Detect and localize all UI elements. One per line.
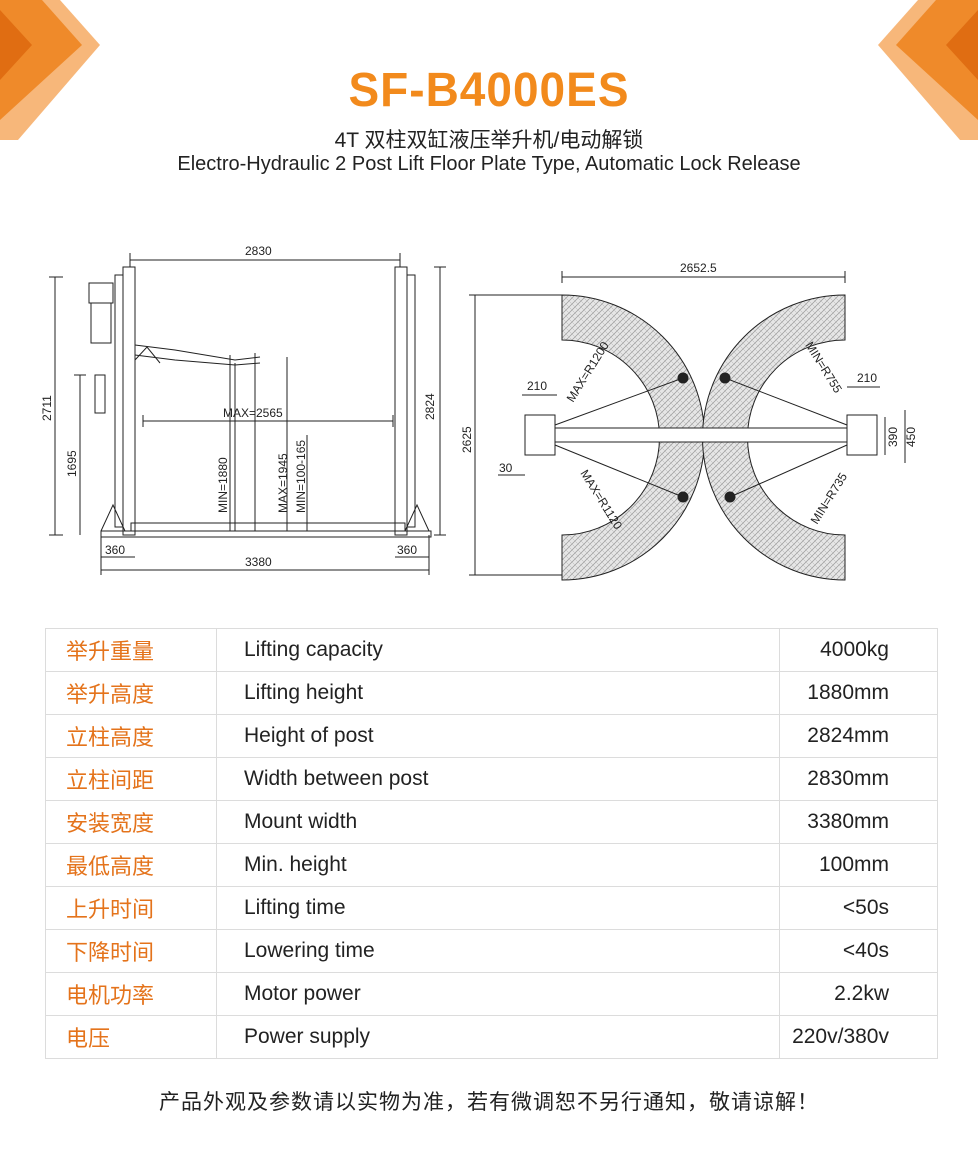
dim-mid-height: 1695	[65, 450, 79, 477]
spec-label-en: Height of post	[216, 714, 780, 758]
dim-radius-min-bottom: MIN=R735	[808, 470, 851, 527]
footer-disclaimer: 产品外观及参数请以实物为准，若有微调恕不另行通知，敬请谅解！	[159, 1091, 819, 1114]
dim-col-depth-1: 390	[886, 427, 900, 447]
spec-value: 220v/380v	[779, 1015, 938, 1059]
dim-column-offset: 30	[499, 461, 513, 475]
spec-value: 100mm	[779, 843, 938, 887]
table-row: 举升重量 Lifting capacity 4000kg	[45, 628, 938, 672]
table-row: 下降时间 Lowering time <40s	[45, 929, 938, 973]
table-row: 电机功率 Motor power 2.2kw	[45, 972, 938, 1016]
table-row: 安装宽度 Mount width 3380mm	[45, 800, 938, 844]
table-row: 最低高度 Min. height 100mm	[45, 843, 938, 887]
spec-label-cn: 安装宽度	[45, 800, 217, 844]
table-row: 上升时间 Lifting time <50s	[45, 886, 938, 930]
dim-base-right: 360	[397, 543, 417, 557]
dim-post-height-left: 2711	[40, 395, 54, 421]
spec-label-en: Width between post	[216, 757, 780, 801]
dim-radius-max-bottom: MAX=R1120	[577, 467, 625, 532]
spec-label-cn: 电机功率	[45, 972, 217, 1016]
dim-col-depth-2: 450	[904, 427, 915, 447]
spec-label-en: Lifting capacity	[216, 628, 780, 672]
dim-top-depth: 2625	[460, 426, 474, 453]
spec-label-en: Lowering time	[216, 929, 780, 973]
spec-label-cn: 举升重量	[45, 628, 217, 672]
spec-value: <40s	[779, 929, 938, 973]
table-row: 立柱高度 Height of post 2824mm	[45, 714, 938, 758]
top-view: 2652.5 MAX=R1200 MAX=R1120 MIN=R755 MIN=…	[460, 261, 915, 581]
spec-value: 2824mm	[779, 714, 938, 758]
spec-label-en: Lifting time	[216, 886, 780, 930]
spec-value: <50s	[779, 886, 938, 930]
front-view: 2830 MAX=2565 MIN=1880 MAX=1945 MIN=100-…	[40, 244, 446, 575]
dim-width-between-post: 2830	[245, 244, 272, 258]
dim-min-range: MIN=100-165	[294, 440, 308, 513]
spec-value: 2830mm	[779, 757, 938, 801]
dim-arm-right: 210	[857, 371, 877, 385]
spec-label-cn: 最低高度	[45, 843, 217, 887]
subtitle-chinese: 4T 双柱双缸液压举升机/电动解锁	[334, 129, 644, 152]
dim-base-left: 360	[105, 543, 125, 557]
spec-label-en: Mount width	[216, 800, 780, 844]
spec-label-cn: 电压	[45, 1015, 217, 1059]
table-row: 举升高度 Lifting height 1880mm	[45, 671, 938, 715]
technical-drawing: 2830 MAX=2565 MIN=1880 MAX=1945 MIN=100-…	[40, 244, 915, 581]
table-row: 电压 Power supply 220v/380v	[45, 1015, 938, 1059]
model-title: SF-B4000ES	[348, 61, 630, 117]
spec-label-cn: 上升时间	[45, 886, 217, 930]
spec-table: 举升重量 Lifting capacity 4000kg 举升高度 Liftin…	[45, 628, 938, 1059]
dim-min-lift: MIN=1880	[216, 457, 230, 513]
dim-overall-width: 3380	[245, 555, 272, 569]
corner-decoration-left	[0, 0, 100, 140]
spec-label-en: Motor power	[216, 972, 780, 1016]
spec-label-en: Power supply	[216, 1015, 780, 1059]
spec-value: 1880mm	[779, 671, 938, 715]
spec-label-en: Lifting height	[216, 671, 780, 715]
spec-value: 4000kg	[779, 628, 938, 672]
dim-post-height-right: 2824	[423, 393, 437, 420]
spec-label-cn: 立柱间距	[45, 757, 217, 801]
dim-radius-min-top: MIN=R755	[802, 339, 845, 396]
dim-max-lift: MAX=1945	[276, 453, 290, 513]
corner-decoration-right	[878, 0, 978, 140]
spec-label-cn: 下降时间	[45, 929, 217, 973]
dim-radius-max-top: MAX=R1200	[564, 339, 612, 405]
spec-label-en: Min. height	[216, 843, 780, 887]
spec-label-cn: 立柱高度	[45, 714, 217, 758]
subtitle-english: Electro-Hydraulic 2 Post Lift Floor Plat…	[177, 153, 801, 175]
table-row: 立柱间距 Width between post 2830mm	[45, 757, 938, 801]
spec-value: 3380mm	[779, 800, 938, 844]
spec-value: 2.2kw	[779, 972, 938, 1016]
dim-max-span: MAX=2565	[223, 406, 283, 420]
dim-arm-left: 210	[527, 379, 547, 393]
dim-top-overall-width: 2652.5	[680, 261, 717, 275]
spec-label-cn: 举升高度	[45, 671, 217, 715]
